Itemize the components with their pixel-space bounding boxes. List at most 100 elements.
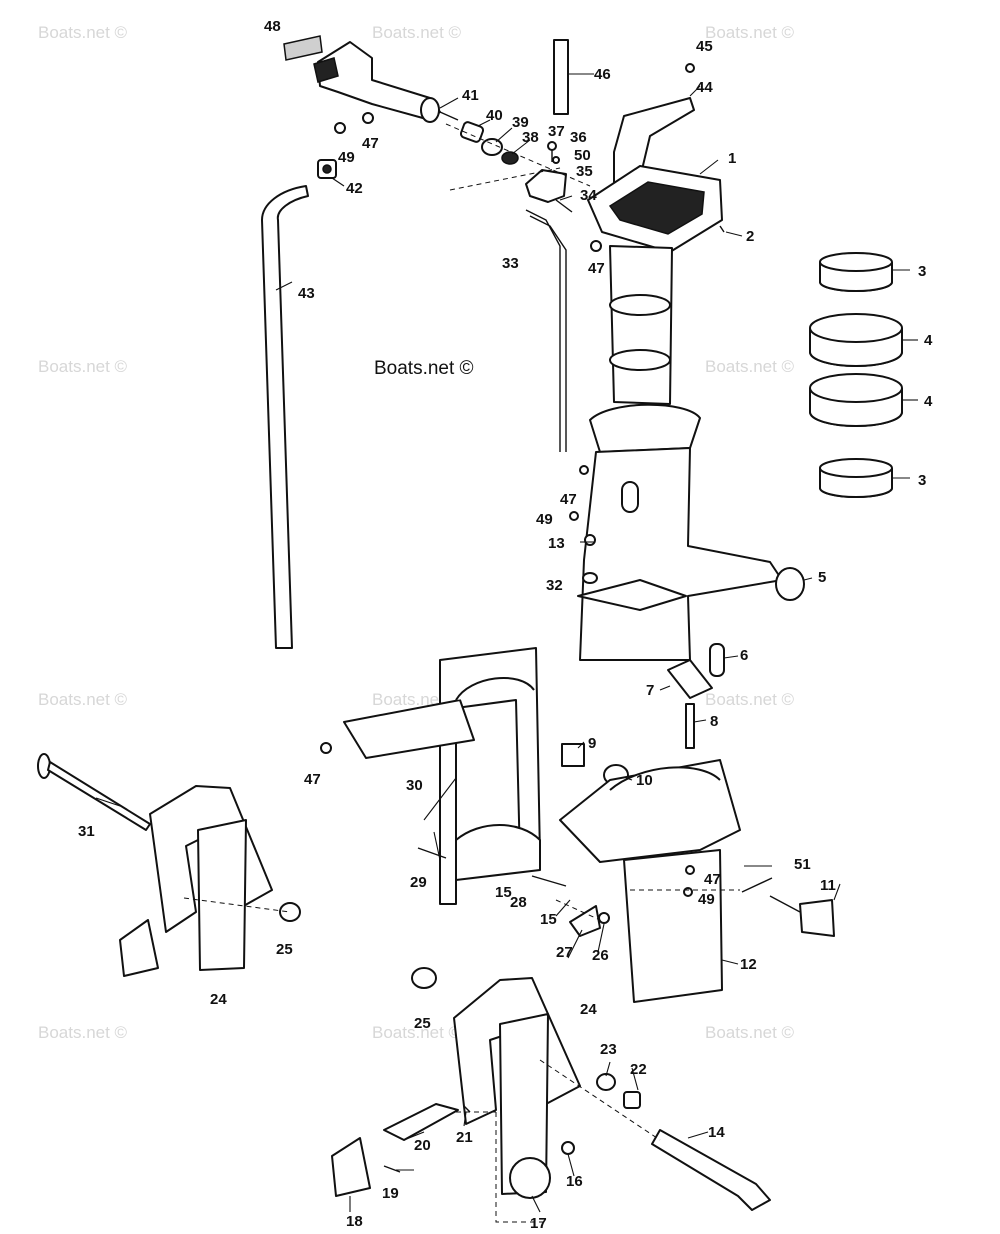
callout-50: 50: [574, 147, 591, 164]
callout-3: 3: [918, 263, 926, 280]
callout-38: 38: [522, 129, 539, 146]
part-11-thumb-screw: [769, 895, 835, 937]
part-33-shift-rod: [525, 209, 567, 452]
callout-46: 46: [594, 66, 611, 83]
part-43-throttle-rod: [261, 185, 309, 649]
part-45-screw: [685, 63, 695, 73]
watermark: Boats.net ©: [705, 690, 795, 709]
callout-22: 22: [630, 1061, 647, 1078]
callout-47: 47: [560, 491, 577, 508]
callout-4: 4: [924, 393, 933, 410]
callout-49: 49: [698, 891, 715, 908]
diagram-credit: Boats.net ©: [374, 358, 474, 379]
part-38-wave-washer: [501, 151, 519, 165]
callout-20: 20: [414, 1137, 431, 1154]
part-41-steering-handle: [313, 41, 459, 123]
callout-18: 18: [346, 1213, 363, 1230]
part-50-washer: [552, 156, 560, 164]
part-6-pin: [709, 643, 725, 677]
callout-25: 25: [276, 941, 293, 958]
part-47-fitting: [685, 865, 695, 875]
callout-2: 2: [746, 228, 754, 245]
callout-7: 7: [646, 682, 654, 699]
part-49-cap: [683, 887, 693, 897]
watermarks: Boats.net © Boats.net © Boats.net © Boat…: [38, 23, 795, 1042]
part-46-shaft: [553, 39, 569, 115]
callout-14: 14: [708, 1124, 725, 1141]
callout-29: 29: [410, 874, 427, 891]
callout-49: 49: [536, 511, 553, 528]
watermark: Boats.net ©: [705, 23, 795, 42]
part-14-tilt-pin: [651, 1129, 771, 1211]
watermark: Boats.net ©: [372, 1023, 462, 1042]
callout-15: 15: [540, 911, 557, 928]
callout-47: 47: [704, 871, 721, 888]
part-9-pad: [561, 743, 585, 767]
part-48-decal: [283, 35, 323, 61]
part-4-bearing-upper: [809, 313, 903, 367]
part-39-washer: [481, 138, 503, 156]
part-47-grease-fitting-upper: [362, 112, 374, 124]
callouts: 1 2 3 4 4 3 5 6 7 8 9 10 11 12 13 14 15 …: [78, 18, 933, 1232]
callout-24: 24: [580, 1001, 597, 1018]
callout-42: 42: [346, 180, 363, 197]
part-34-pin: [555, 199, 573, 213]
callout-44: 44: [696, 79, 713, 96]
part-2-screw: [719, 225, 725, 233]
part-20-clamp-screw: [383, 1103, 459, 1141]
callout-51: 51: [794, 856, 811, 873]
callout-34: 34: [580, 187, 597, 204]
callout-12: 12: [740, 956, 757, 973]
part-40-bushing: [459, 121, 485, 143]
part-47-fitting: [320, 742, 332, 754]
part-18-clamp-swivel-left: [119, 919, 159, 977]
part-25-washer-left: [279, 902, 301, 922]
part-47-fitting: [579, 465, 589, 475]
callout-36: 36: [570, 129, 587, 146]
callout-5: 5: [818, 569, 826, 586]
watermark: Boats.net ©: [705, 357, 795, 376]
callout-21: 21: [456, 1129, 473, 1146]
callout-31: 31: [78, 823, 95, 840]
callout-48: 48: [264, 18, 281, 35]
callout-11: 11: [820, 877, 836, 894]
callout-43: 43: [298, 285, 315, 302]
part-49-cap: [569, 511, 579, 521]
callout-47: 47: [362, 135, 379, 152]
part-22-nut: [623, 1091, 641, 1109]
part-31-clamp-bolt: [37, 753, 151, 831]
callout-24: 24: [210, 991, 227, 1008]
part-35-bracket: [525, 169, 567, 203]
callout-6: 6: [740, 647, 748, 664]
callout-30: 30: [406, 777, 423, 794]
watermark: Boats.net ©: [38, 1023, 128, 1042]
part-8-bolt: [685, 703, 695, 749]
part-27-lever: [569, 905, 601, 937]
callout-39: 39: [512, 114, 529, 131]
callout-4: 4: [924, 332, 933, 349]
part-3-bearing-race-lower: [819, 458, 893, 498]
callout-47: 47: [588, 260, 605, 277]
watermark: Boats.net ©: [372, 23, 462, 42]
callout-8: 8: [710, 713, 718, 730]
callout-15: 15: [495, 884, 512, 901]
part-4-bearing-lower: [809, 373, 903, 427]
part-26-screw: [598, 912, 610, 924]
part-24-clamp-bracket-lower: [453, 977, 581, 1195]
part-47-fitting: [590, 240, 602, 252]
part-16-screw: [561, 1141, 575, 1155]
part-21-pin: [463, 1105, 471, 1113]
part-5-plug: [775, 567, 805, 601]
callout-41: 41: [462, 87, 479, 104]
callout-28: 28: [510, 894, 527, 911]
part-29-bolt: [417, 847, 447, 859]
part-13-nut: [584, 534, 596, 546]
part-7-plate: [667, 659, 713, 699]
part-32-washer: [582, 572, 598, 584]
callout-16: 16: [566, 1173, 583, 1190]
callout-13: 13: [548, 535, 565, 552]
part-3-bearing-race-upper: [819, 252, 893, 292]
callout-32: 32: [546, 577, 563, 594]
part-28-bolt: [531, 875, 567, 887]
callout-9: 9: [588, 735, 596, 752]
